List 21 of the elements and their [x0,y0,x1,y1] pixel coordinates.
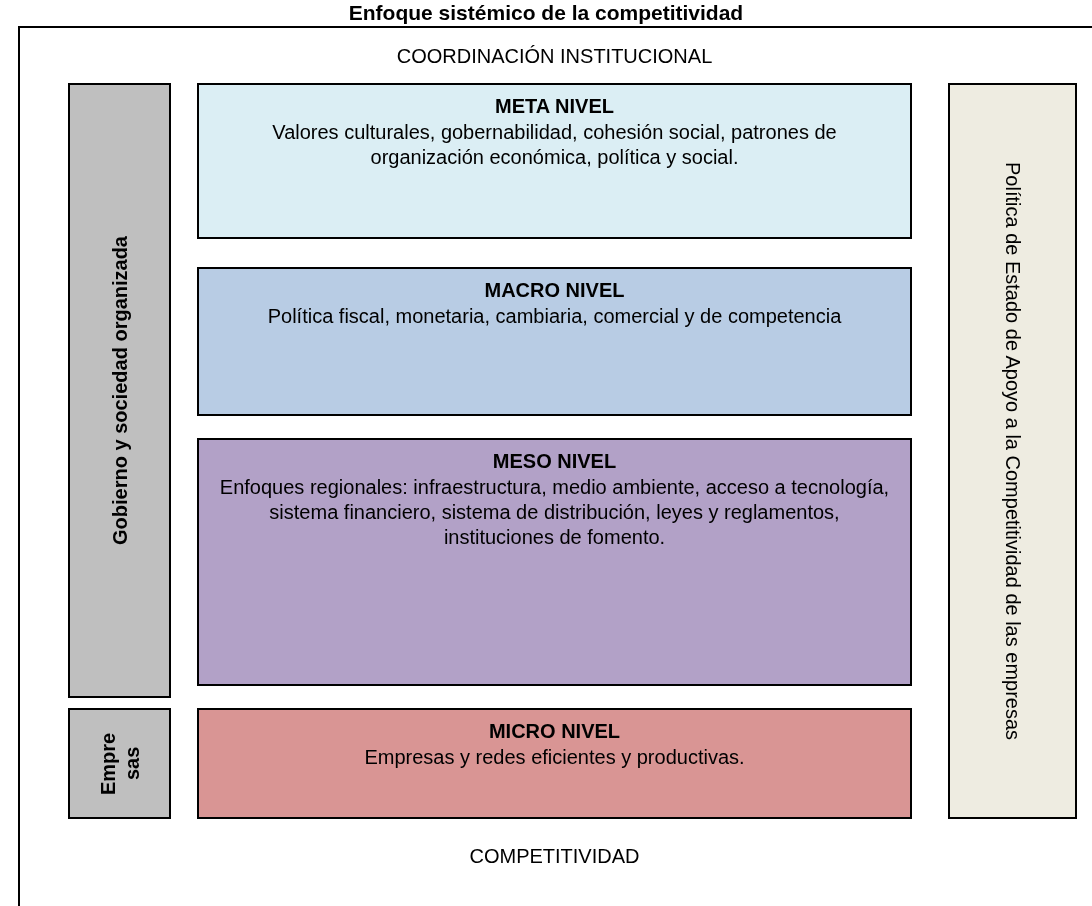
side-bar-label: Política de Estado de Apoyo a la Competitividad de las empresas [1000,161,1025,741]
side-bar [68,708,171,819]
side-bar-label: Empre sas [95,731,144,797]
level-heading: MACRO NIVEL [484,279,625,302]
section-label: COORDINACIÓN INSTITUCIONAL [395,45,714,68]
section-label: COMPETITIVIDAD [468,845,641,868]
level-box [197,708,912,819]
level-heading: META NIVEL [495,95,614,118]
level-heading: MICRO NIVEL [488,720,621,743]
side-bar [948,83,1077,819]
diagram-title: Enfoque sistémico de la competitividad [347,1,745,25]
level-description: Valores culturales, gobernabilidad, cohesión social, patrones de organización económica, política y social. [271,120,838,170]
level-description: Empresas y redes eficientes y productivas. [364,745,745,770]
level-description: Política fiscal, monetaria, cambiaria, comercial y de competencia [267,304,842,329]
level-heading: MESO NIVEL [492,450,617,473]
level-box [197,438,912,686]
level-box [197,267,912,416]
level-box [197,83,912,239]
level-description: Enfoques regionales: infraestructura, medio ambiente, acceso a tecnología, sistema financiero, sistema de distribución, leyes y reglamentos, instituciones de fomento. [218,475,891,550]
side-bar-label: Gobierno y sociedad organizada [107,236,132,545]
side-bar [68,83,171,698]
